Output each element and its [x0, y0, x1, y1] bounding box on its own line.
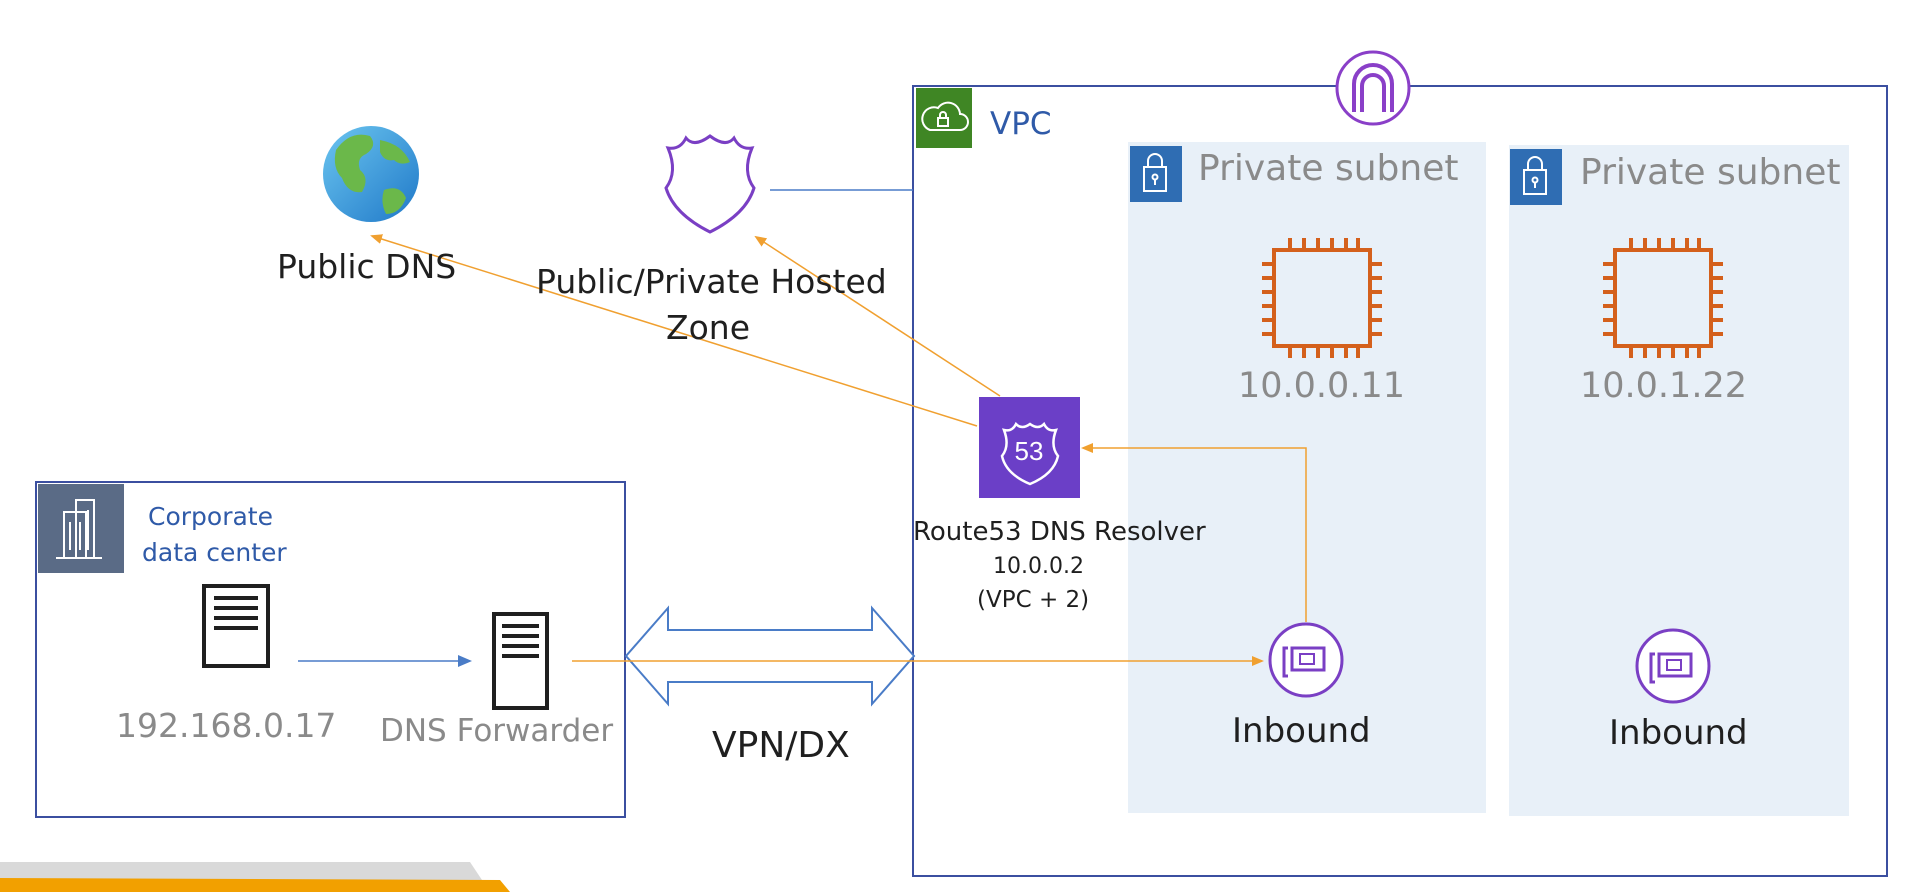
lock-icon: [1523, 156, 1547, 195]
shield-icon: [664, 134, 756, 234]
network-interface-icon: [1635, 628, 1711, 704]
route53-icon: [979, 397, 1080, 498]
ec2-2-ip-label: 10.0.1.22: [1580, 366, 1747, 406]
corporate-label-line2: data center: [142, 538, 287, 567]
ec2-1-ip-label: 10.0.0.11: [1238, 366, 1405, 406]
cloud-lock-icon: [921, 101, 969, 131]
resolver-to-hosted-zone-arrow: [754, 235, 1001, 397]
ec2-chip-icon: [1603, 238, 1723, 358]
private-subnet-1-label: Private subnet: [1198, 148, 1459, 189]
footer-decoration: [0, 862, 510, 892]
building-icon: [56, 499, 102, 559]
corporate-data-center-container: [35, 481, 626, 818]
vpn-dx-label: VPN/DX: [712, 725, 850, 766]
inbound-1-label: Inbound: [1232, 711, 1371, 751]
vpc-label: VPC: [990, 106, 1052, 142]
inbound-to-resolver-arrow: [1081, 443, 1307, 622]
ec2-chip-icon: [1262, 238, 1382, 358]
hosted-zone-label-line2: Zone: [666, 308, 751, 347]
resolver-note-label: (VPC + 2): [977, 587, 1090, 613]
hosted-zone-label-line1: Public/Private Hosted: [536, 262, 887, 301]
network-interface-icon: [1268, 622, 1344, 698]
corporate-label-line1: Corporate: [148, 502, 273, 531]
server-icon: [492, 612, 549, 710]
globe-icon: [323, 126, 419, 222]
server-ip-label: 192.168.0.17: [116, 706, 337, 745]
server-icon: [202, 584, 270, 668]
internet-gateway-icon: [1335, 50, 1411, 126]
resolver-to-public-dns-arrow: [370, 234, 978, 427]
public-dns-label: Public DNS: [277, 247, 457, 286]
private-subnet-1: [1128, 142, 1486, 813]
resolver-ip-label: 10.0.0.2: [993, 554, 1084, 579]
resolver-name-label: Route53 DNS Resolver: [913, 517, 1206, 547]
inbound-2-label: Inbound: [1609, 713, 1748, 753]
route53-badge: 53: [1015, 436, 1044, 466]
private-subnet-2: [1509, 145, 1849, 816]
private-subnet-2-label: Private subnet: [1580, 152, 1841, 193]
vpn-dx-double-arrow: [624, 605, 916, 707]
dns-forwarder-label: DNS Forwarder: [380, 713, 614, 749]
lock-icon: [1143, 153, 1167, 192]
